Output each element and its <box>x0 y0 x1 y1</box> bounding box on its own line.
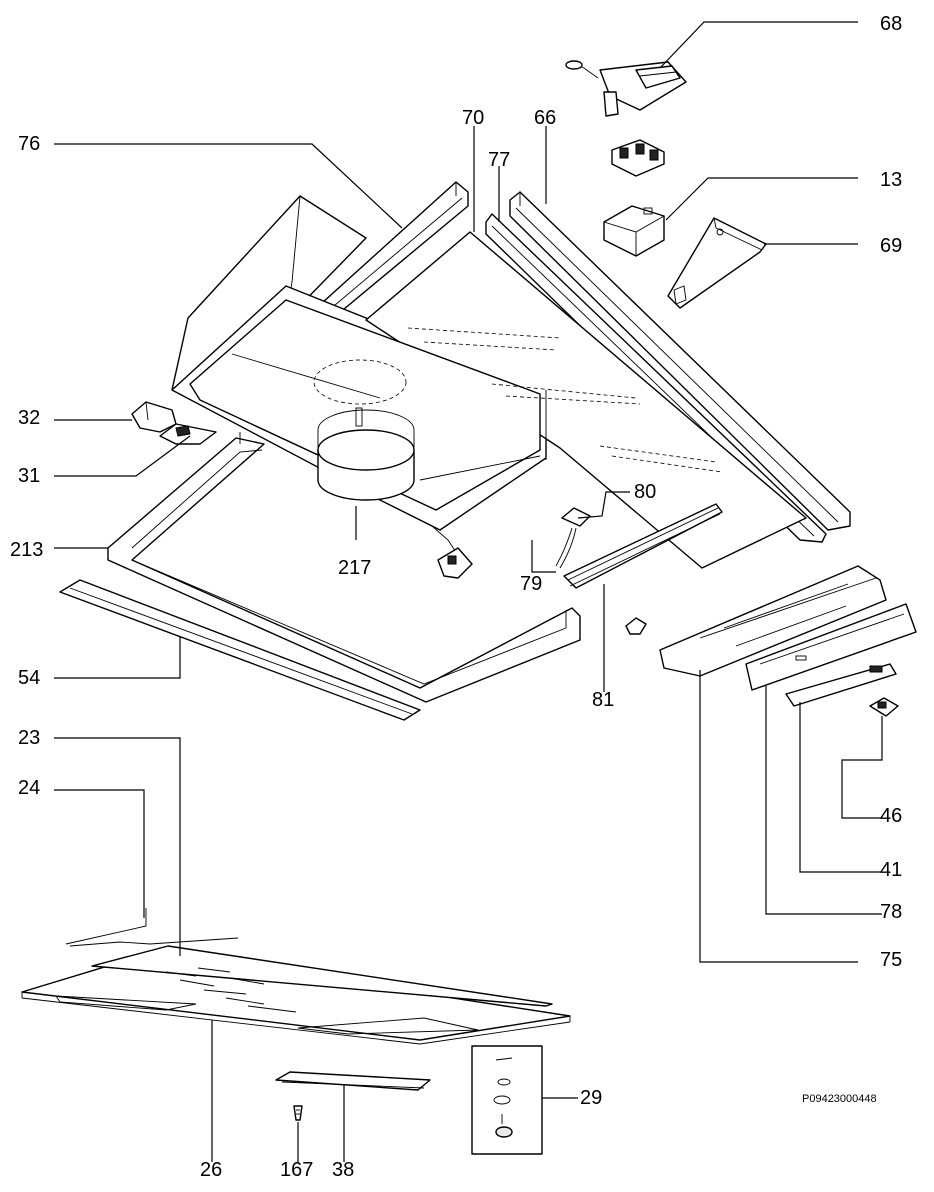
callout-69: 69 <box>880 235 902 257</box>
connector-block <box>611 139 665 177</box>
part-32-switch <box>131 401 177 433</box>
callout-38: 38 <box>332 1159 354 1181</box>
part-79-switch <box>555 507 591 569</box>
callout-13: 13 <box>880 169 902 191</box>
callout-66: 66 <box>534 107 556 129</box>
callout-75: 75 <box>880 949 902 971</box>
callout-46: 46 <box>880 805 902 827</box>
part-81-rail <box>563 503 723 589</box>
part-38-grip <box>275 1071 431 1091</box>
callout-76: 76 <box>18 133 40 155</box>
callout-29: 29 <box>580 1087 602 1109</box>
part-167-screw <box>293 1105 303 1121</box>
part-66-side-rail <box>509 191 851 531</box>
callout-26: 26 <box>200 1159 222 1181</box>
callout-213: 213 <box>10 539 43 561</box>
part-69-corner-bracket <box>667 217 767 309</box>
part-29-fastener-kit <box>471 1045 543 1155</box>
callout-41: 41 <box>880 859 902 881</box>
part-54-strip <box>59 579 421 721</box>
part-217-outlet-ring <box>317 407 415 501</box>
small-clip <box>625 617 647 635</box>
callout-77: 77 <box>488 149 510 171</box>
part-78-panel <box>745 603 917 691</box>
callout-79: 79 <box>520 573 542 595</box>
part-213-frame <box>107 432 581 703</box>
part-13-box <box>603 205 665 257</box>
callout-31: 31 <box>18 465 40 487</box>
callout-80: 80 <box>634 481 656 503</box>
callout-217: 217 <box>338 557 371 579</box>
leader-lines <box>54 21 883 1162</box>
callout-54: 54 <box>18 667 40 689</box>
callout-78: 78 <box>880 901 902 923</box>
drawing-code: P09423000448 <box>802 1093 877 1105</box>
callout-68: 68 <box>880 13 902 35</box>
part-26-lower-panel <box>21 945 571 1045</box>
callout-32: 32 <box>18 407 40 429</box>
callout-labels: 68 70 66 76 77 13 69 32 31 80 213 217 79… <box>10 13 902 1181</box>
part-46-switch <box>869 697 899 717</box>
callout-81: 81 <box>592 689 614 711</box>
callout-167: 167 <box>280 1159 313 1181</box>
callout-24: 24 <box>18 777 40 799</box>
part-68-lamp-bracket <box>565 60 687 117</box>
callout-70: 70 <box>462 107 484 129</box>
part-31-knob <box>159 423 217 445</box>
part-24-wire-frame <box>65 908 239 947</box>
callout-23: 23 <box>18 727 40 749</box>
part-41-strip <box>785 663 897 707</box>
part-75-panel-bracket <box>659 565 887 677</box>
power-cord-plug <box>431 525 473 579</box>
